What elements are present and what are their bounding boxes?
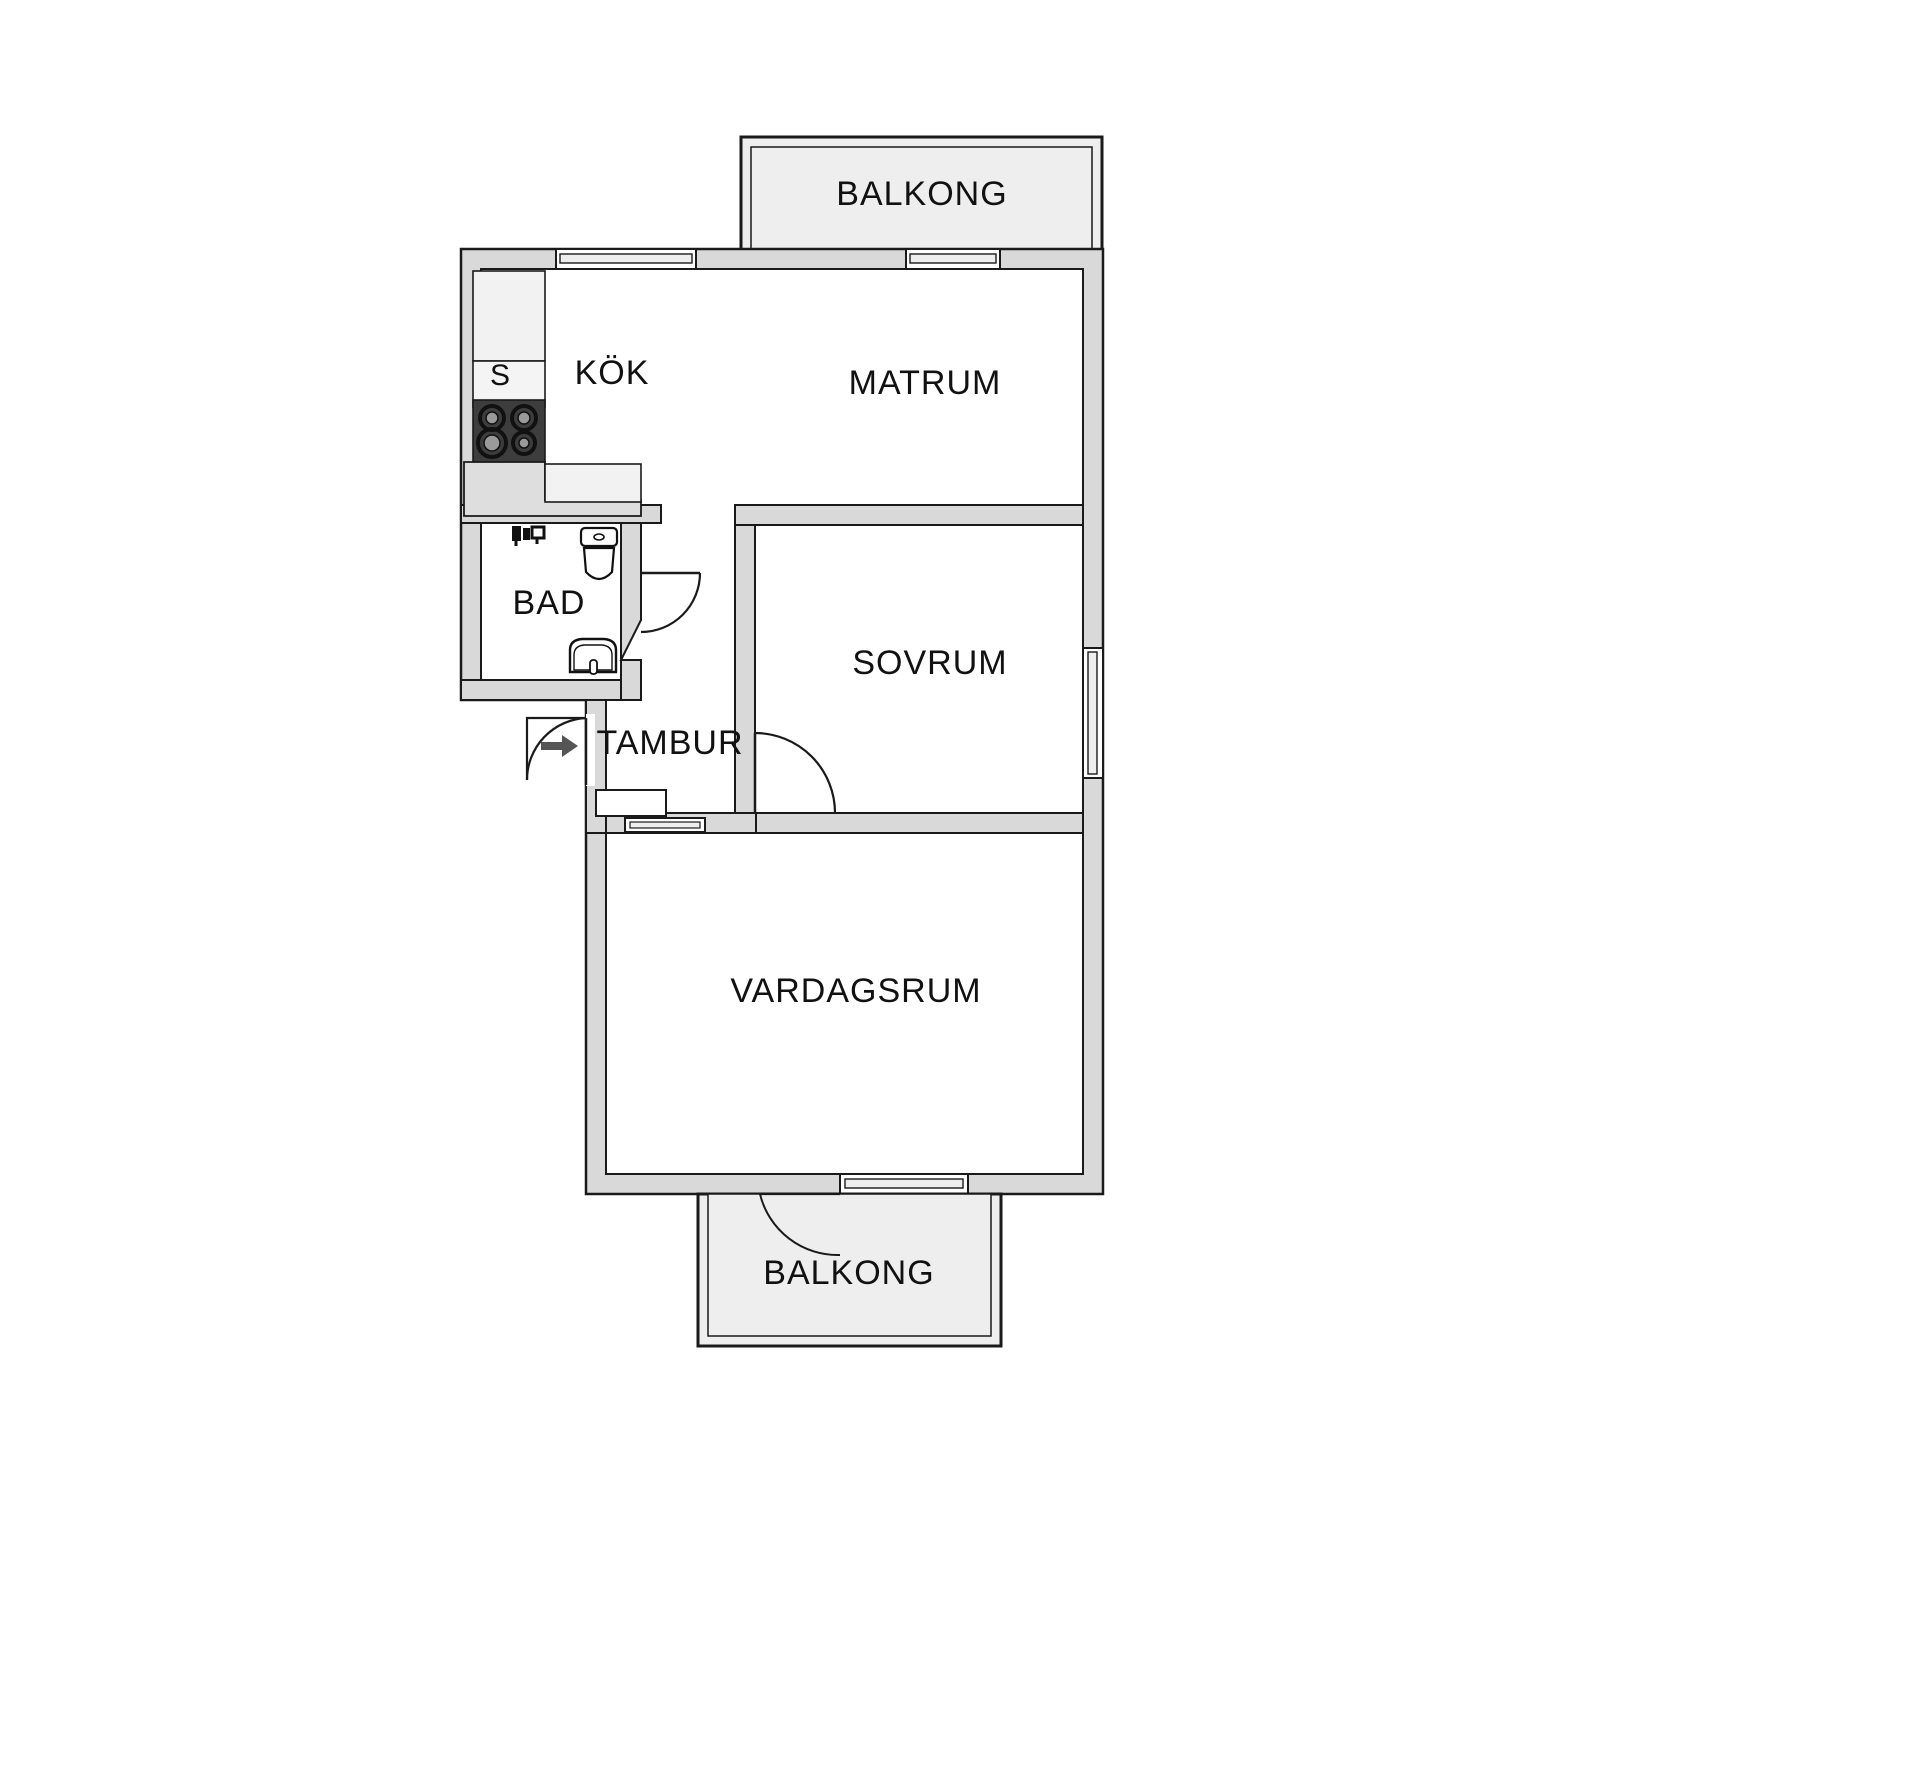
laundry-hookup-icon — [512, 525, 546, 546]
bathroom-door-arc — [640, 572, 702, 634]
stove-burner-4-center — [518, 437, 530, 449]
toilet-flush-button — [593, 533, 605, 541]
entry-door-arc — [525, 716, 587, 781]
stove-burner-3-center — [483, 434, 501, 452]
room-label-tambur: TAMBUR — [596, 724, 743, 762]
bathroom-fixtures-group — [512, 525, 702, 675]
fridge-letter: S — [490, 359, 510, 392]
entry-door-opening — [586, 714, 595, 786]
window-bedroom — [1082, 647, 1104, 779]
bedroom-door-arc — [754, 731, 837, 814]
bathroom-door-swing — [640, 571, 702, 634]
balcony-bottom-railing — [707, 1193, 992, 1337]
toilet-cistern — [579, 526, 619, 548]
hallway-wardrobe — [595, 789, 667, 817]
window-living-room — [835, 1173, 975, 1195]
room-label-balkong-top: BALKONG — [836, 175, 1007, 213]
wash-basin-icon — [568, 637, 618, 675]
basin-inner — [573, 644, 613, 671]
window-kitchen — [549, 248, 703, 270]
stove-burner-3 — [476, 427, 508, 459]
basin-drain — [589, 659, 598, 675]
kitchen-tall-cabinet — [472, 270, 546, 362]
entry-arrow-shape — [541, 735, 578, 757]
window-living-glass — [844, 1178, 964, 1189]
balcony-door-arc — [759, 1193, 841, 1257]
wall-bedroom-living — [734, 812, 1084, 834]
room-labels-group: KÖK MATRUM BAD SOVRUM TAMBUR VARDAGSRUM — [513, 354, 1007, 1010]
stove-burner-4 — [511, 430, 537, 456]
toilet-icon — [579, 526, 619, 581]
window-dining-glass — [909, 253, 997, 264]
balcony-top-railing — [750, 146, 1093, 256]
entry-group[interactable] — [525, 714, 667, 817]
kitchen-sink-counter — [544, 463, 642, 503]
window-hall-glass — [629, 821, 701, 829]
window-bedroom-glass — [1087, 651, 1098, 775]
balcony-bottom-group: BALKONG — [696, 1192, 1003, 1348]
wall-dining-bedroom — [734, 504, 1084, 526]
toilet-bowl — [582, 546, 616, 581]
room-label-kok: KÖK — [575, 354, 650, 392]
balcony-top-group: BALKONG — [739, 135, 1104, 267]
window-dining-room — [900, 248, 1006, 270]
hookup-part-1 — [512, 526, 521, 541]
kitchen-fixtures-group: S — [463, 270, 642, 517]
entry-door-leaf — [525, 716, 586, 780]
room-label-bad: BAD — [513, 584, 586, 622]
windows-group — [549, 248, 1104, 1195]
wall-bathroom-hall — [460, 679, 642, 701]
room-label-sovrum: SOVRUM — [852, 644, 1007, 682]
wall-hall-bedroom — [734, 504, 756, 834]
stove-burner-1-center — [485, 411, 499, 425]
hookup-pipes — [514, 538, 539, 546]
room-label-matrum: MATRUM — [849, 364, 1002, 402]
bedroom-door-swing — [753, 731, 837, 814]
hookup-part-2 — [523, 528, 530, 540]
room-label-vardagsrum: VARDAGSRUM — [730, 972, 981, 1010]
room-label-balkong-bottom: BALKONG — [763, 1254, 934, 1292]
window-hall — [624, 817, 706, 833]
window-kitchen-glass — [559, 253, 693, 264]
entry-arrow-icon — [541, 735, 578, 757]
stove-burner-2-center — [517, 411, 531, 425]
wall-bathroom-east — [619, 519, 642, 701]
